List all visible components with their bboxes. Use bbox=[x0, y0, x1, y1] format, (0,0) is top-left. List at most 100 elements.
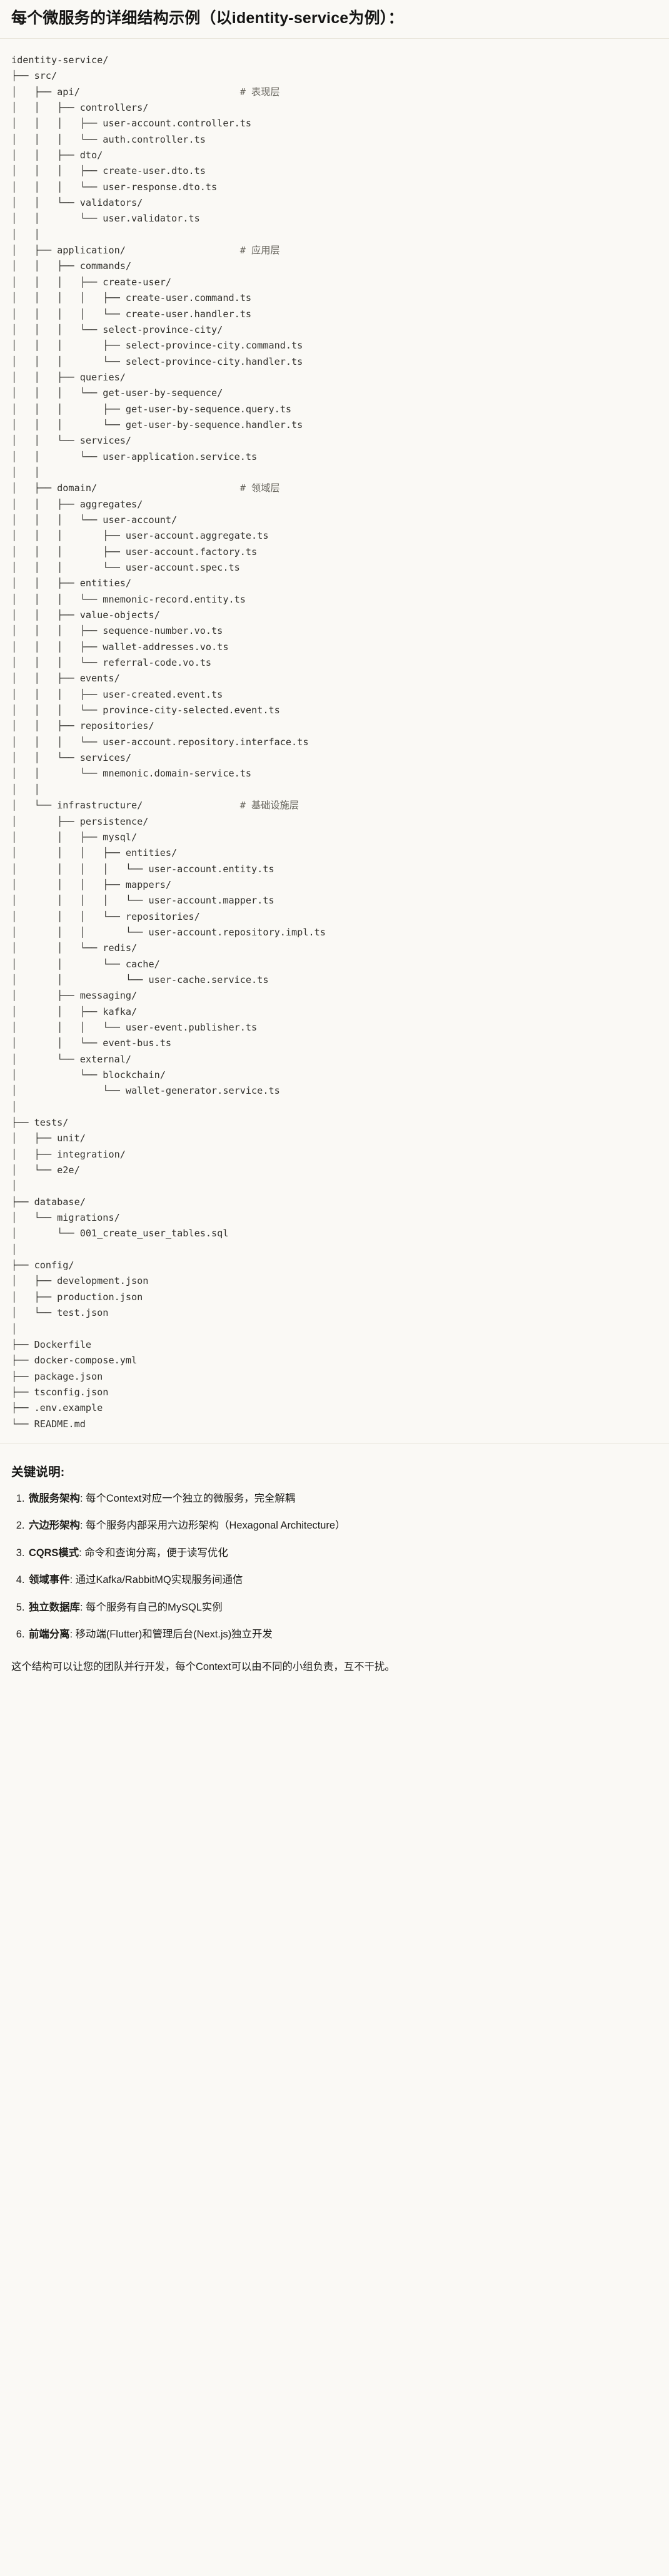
bottom-spacer bbox=[0, 1682, 669, 1698]
key-point-term: CQRS模式 bbox=[29, 1547, 79, 1559]
key-point-term: 前端分离 bbox=[29, 1629, 70, 1641]
tree-line: │ │ │ └── user-event.publisher.ts bbox=[11, 1021, 258, 1033]
tree-line: │ │ ├── queries/ bbox=[11, 371, 126, 383]
key-point-description: : 每个服务内部采用六边形架构（Hexagonal Architecture） bbox=[79, 1520, 346, 1532]
tree-line: │ │ │ │ └── create-user.handler.ts bbox=[11, 308, 252, 320]
tree-line: │ │ ├── kafka/ bbox=[11, 1005, 138, 1017]
tree-line: │ │ │ ├── user-account.factory.ts bbox=[11, 546, 258, 557]
tree-line: │ │ │ ├── user-created.event.ts bbox=[11, 688, 223, 700]
tree-line: ├── .env.example bbox=[11, 1402, 103, 1414]
tree-line: │ │ │ └── user-account/ bbox=[11, 514, 178, 526]
tree-line: ├── src/ bbox=[11, 70, 58, 82]
tree-line: │ │ │ └── select-province-city/ bbox=[11, 323, 223, 335]
tree-line: │ │ │ ├── get-user-by-sequence.query.ts bbox=[11, 403, 292, 415]
tree-line: │ bbox=[11, 1243, 18, 1255]
tree-line: │ ├── domain/ # 领域层 bbox=[11, 482, 280, 494]
tree-line: ├── tests/ bbox=[11, 1117, 69, 1129]
tree-line: │ │ ├── entities/ bbox=[11, 578, 132, 589]
tree-line: │ │ ├── mysql/ bbox=[11, 831, 138, 843]
tree-line: │ │ └── event-bus.ts bbox=[11, 1037, 172, 1049]
tree-line: │ bbox=[11, 1101, 18, 1112]
tree-line: │ │ └── validators/ bbox=[11, 197, 143, 209]
tree-line: │ │ │ └── user-account.repository.impl.t… bbox=[11, 926, 326, 938]
tree-line: │ ├── development.json bbox=[11, 1275, 149, 1287]
key-point-item: 微服务架构: 每个Context对应一个独立的微服务，完全解耦 bbox=[28, 1491, 658, 1507]
tree-line-comment: # 表现层 bbox=[239, 86, 280, 98]
tree-line: │ │ │ ├── user-account.aggregate.ts bbox=[11, 530, 269, 542]
tree-line: │ │ bbox=[11, 228, 40, 240]
tree-line: │ │ ├── controllers/ bbox=[11, 102, 149, 114]
tree-line: │ │ │ ├── user-account.controller.ts bbox=[11, 118, 252, 130]
key-point-description: : 命令和查询分离，便于读写优化 bbox=[79, 1547, 228, 1559]
tree-line: │ │ │ ├── select-province-city.command.t… bbox=[11, 340, 303, 352]
tree-line: │ │ │ │ └── user-account.mapper.ts bbox=[11, 895, 274, 907]
tree-line: │ ├── unit/ bbox=[11, 1133, 86, 1144]
tree-line: ├── package.json bbox=[11, 1370, 103, 1382]
tree-line: │ │ ├── value-objects/ bbox=[11, 609, 160, 621]
tree-line: │ └── external/ bbox=[11, 1053, 132, 1065]
tree-line: │ ├── messaging/ bbox=[11, 990, 138, 1002]
key-point-item: CQRS模式: 命令和查询分离，便于读写优化 bbox=[28, 1545, 658, 1561]
tree-line: │ │ ├── events/ bbox=[11, 673, 120, 685]
tree-line: │ │ └── redis/ bbox=[11, 942, 138, 954]
tree-line: │ │ │ ├── mappers/ bbox=[11, 878, 172, 890]
tree-line: │ │ │ └── get-user-by-sequence/ bbox=[11, 387, 223, 399]
key-point-term: 六边形架构 bbox=[29, 1520, 80, 1532]
directory-tree-block: identity-service/├── src/│ ├── api/ # 表现… bbox=[0, 39, 669, 1443]
tree-line: │ └── e2e/ bbox=[11, 1164, 80, 1176]
tree-line: │ │ │ └── select-province-city.handler.t… bbox=[11, 355, 303, 367]
tree-line: │ │ └── user-application.service.ts bbox=[11, 451, 258, 462]
tree-line: │ ├── production.json bbox=[11, 1291, 143, 1303]
tree-line: │ │ ├── commands/ bbox=[11, 260, 132, 272]
tree-line: │ │ │ ├── sequence-number.vo.ts bbox=[11, 625, 223, 637]
tree-line: │ │ │ ├── create-user/ bbox=[11, 276, 172, 288]
key-point-description: : 每个Context对应一个独立的微服务，完全解耦 bbox=[79, 1492, 296, 1504]
tree-line: │ │ │ │ ├── create-user.command.ts bbox=[11, 292, 252, 304]
key-point-description: : 每个服务有自己的MySQL实例 bbox=[79, 1601, 223, 1613]
tree-line: ├── config/ bbox=[11, 1260, 74, 1271]
tree-line: │ │ │ └── province-city-selected.event.t… bbox=[11, 705, 280, 716]
directory-tree-pre: identity-service/├── src/│ ├── api/ # 表现… bbox=[0, 53, 669, 1432]
tree-line: │ │ │ │ └── user-account.entity.ts bbox=[11, 863, 274, 875]
tree-divider bbox=[0, 1443, 669, 1444]
tree-line: │ │ │ └── get-user-by-sequence.handler.t… bbox=[11, 419, 303, 430]
tree-line: │ │ │ └── user-account.spec.ts bbox=[11, 562, 240, 573]
tree-line: ├── Dockerfile bbox=[11, 1338, 92, 1350]
page-title: 每个微服务的详细结构示例（以identity-service为例）： bbox=[11, 9, 404, 27]
key-point-description: : 通过Kafka/RabbitMQ实现服务间通信 bbox=[69, 1574, 243, 1586]
tree-line: │ │ └── mnemonic.domain-service.ts bbox=[11, 768, 252, 780]
closing-paragraph: 这个结构可以让您的团队并行开发，每个Context可以由不同的小组负责，互不干扰… bbox=[11, 1661, 395, 1673]
key-point-item: 前端分离: 移动端(Flutter)和管理后台(Next.js)独立开发 bbox=[28, 1627, 658, 1642]
tree-line: │ │ ├── aggregates/ bbox=[11, 498, 143, 510]
key-point-item: 领域事件: 通过Kafka/RabbitMQ实现服务间通信 bbox=[28, 1572, 658, 1588]
tree-line: │ bbox=[11, 1323, 18, 1335]
tree-line: │ │ │ ├── create-user.dto.ts bbox=[11, 165, 206, 177]
key-points-list: 微服务架构: 每个Context对应一个独立的微服务，完全解耦六边形架构: 每个… bbox=[11, 1491, 658, 1643]
tree-line: │ │ ├── repositories/ bbox=[11, 720, 154, 732]
tree-line: │ └── infrastructure/ # 基础设施层 bbox=[11, 800, 299, 812]
tree-line: │ │ │ ├── entities/ bbox=[11, 847, 178, 859]
tree-line: │ └── blockchain/ bbox=[11, 1069, 166, 1081]
key-points-section: 关键说明: 微服务架构: 每个Context对应一个独立的微服务，完全解耦六边形… bbox=[0, 1444, 669, 1682]
tree-line: ├── docker-compose.yml bbox=[11, 1355, 138, 1367]
tree-line: │ │ │ └── user-response.dto.ts bbox=[11, 181, 218, 193]
heading-divider bbox=[0, 38, 669, 39]
tree-line: └── README.md bbox=[11, 1418, 86, 1430]
key-points-title: 关键说明: bbox=[11, 1465, 65, 1479]
tree-line: │ │ └── user.validator.ts bbox=[11, 213, 200, 225]
tree-line: │ │ └── cache/ bbox=[11, 958, 160, 970]
tree-line: │ │ bbox=[11, 466, 40, 478]
tree-line: │ │ │ └── referral-code.vo.ts bbox=[11, 657, 212, 669]
tree-line: │ │ │ └── mnemonic-record.entity.ts bbox=[11, 593, 246, 605]
tree-line: │ └── 001_create_user_tables.sql bbox=[11, 1228, 229, 1240]
tree-line: │ └── wallet-generator.service.ts bbox=[11, 1085, 280, 1097]
tree-line-comment: # 基础设施层 bbox=[239, 800, 299, 812]
tree-line: │ │ └── services/ bbox=[11, 752, 132, 764]
tree-line-comment: # 应用层 bbox=[239, 245, 280, 257]
key-point-term: 独立数据库 bbox=[29, 1601, 80, 1613]
key-point-item: 六边形架构: 每个服务内部采用六边形架构（Hexagonal Architect… bbox=[28, 1518, 658, 1534]
key-point-item: 独立数据库: 每个服务有自己的MySQL实例 bbox=[28, 1600, 658, 1616]
tree-line: │ bbox=[11, 1180, 18, 1192]
tree-line: identity-service/ bbox=[11, 54, 109, 66]
